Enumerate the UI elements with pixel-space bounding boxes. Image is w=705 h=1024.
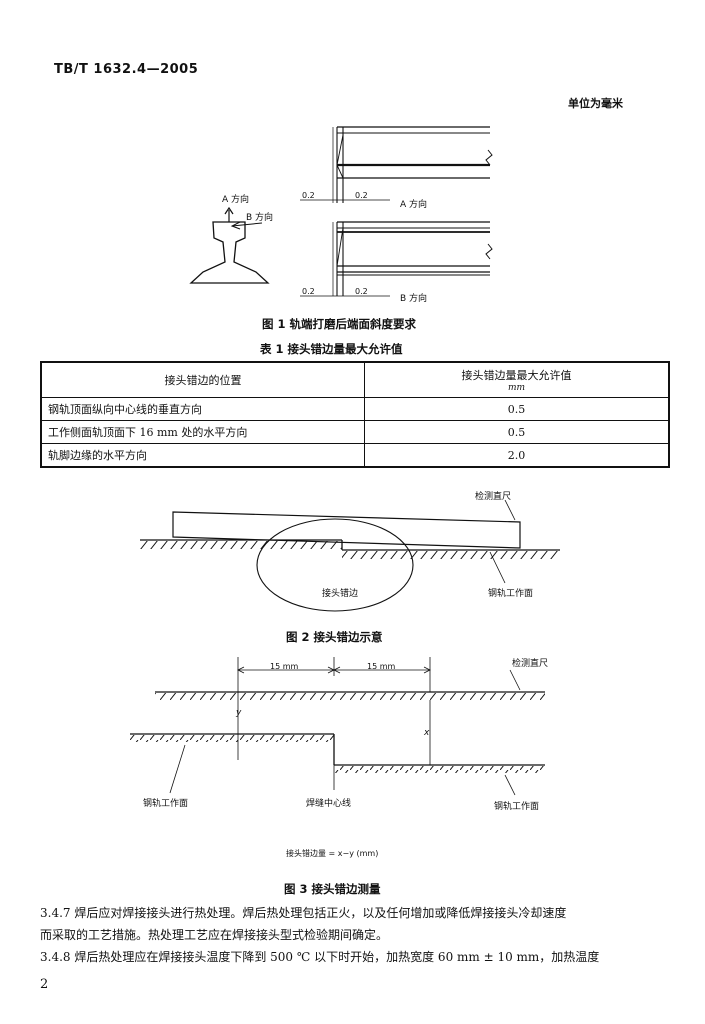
label-y: y: [236, 708, 242, 718]
col-value-header: 接头错边量最大允许值 mm: [364, 361, 670, 398]
table-row: 轨脚边缘的水平方向 2.0: [40, 443, 670, 468]
row-value: 0.5: [364, 420, 670, 444]
arrow-b: [231, 222, 263, 227]
row-value: 2.0: [364, 443, 670, 468]
paragraph-3-4-7: 3.4.7 焊后应对焊接接头进行热处理。焊后热处理包括正火，以及任何增加或降低焊…: [40, 902, 670, 968]
offset-formula: 接头错边量 = x−y (mm): [286, 849, 379, 858]
row-position: 钢轨顶面纵向中心线的垂直方向: [40, 397, 365, 421]
standard-number: TB/T 1632.4—2005: [54, 62, 199, 77]
straight-ruler: [172, 511, 521, 549]
label-b-view: B 方向: [400, 294, 428, 304]
dim-b-left: 0.2: [302, 287, 315, 296]
label-straight-ruler: 检测直尺: [475, 492, 512, 502]
dim-right-15mm: 15 mm: [367, 662, 396, 671]
rail-view-a: [300, 126, 493, 203]
table-header-row: 接头错边的位置 接头错边量最大允许值 mm: [40, 361, 670, 398]
figure-3-caption: 图 3 接头错边测量: [284, 882, 381, 896]
dim-a-left: 0.2: [302, 191, 315, 200]
col-value-unit: mm: [507, 383, 526, 393]
label-left-working-surface: 钢轨工作面: [143, 799, 189, 809]
paragraph-line: 3.4.7 焊后应对焊接接头进行热处理。焊后热处理包括正火，以及任何增加或降低焊…: [40, 906, 567, 920]
paragraph-line: 3.4.8 焊后热处理应在焊接接头温度下降到 500 ℃ 以下时开始，加热宽度 …: [40, 950, 600, 964]
rail-view-b: [300, 221, 493, 297]
unit-note: 单位为毫米: [568, 97, 623, 110]
row-position: 轨脚边缘的水平方向: [40, 443, 365, 468]
row-value: 0.5: [364, 397, 670, 421]
label-b-direction: B 方向: [246, 213, 274, 223]
label-right-working-surface: 钢轨工作面: [494, 802, 540, 812]
offset-highlight-ellipse: [256, 518, 414, 612]
label-x: x: [424, 728, 430, 738]
label-measuring-ruler: 检测直尺: [512, 659, 549, 669]
figure-1-caption: 图 1 轨端打磨后端面斜度要求: [262, 317, 417, 331]
page-number: 2: [40, 977, 49, 992]
label-joint-offset: 接头错边: [322, 589, 359, 599]
table-row: 钢轨顶面纵向中心线的垂直方向 0.5: [40, 397, 670, 421]
rail-cross-section: [189, 221, 270, 284]
paragraph-line: 而采取的工艺措施。热处理工艺应在焊接接头型式检验期间确定。: [40, 928, 389, 942]
row-position: 工作侧面轨顶面下 16 mm 处的水平方向: [40, 420, 365, 444]
table-row: 工作侧面轨顶面下 16 mm 处的水平方向 0.5: [40, 420, 670, 444]
dim-b-right: 0.2: [355, 287, 368, 296]
dim-left-15mm: 15 mm: [270, 662, 299, 671]
dim-a-right: 0.2: [355, 191, 368, 200]
label-a-view: A 方向: [400, 200, 428, 210]
table-1-caption: 表 1 接头错边量最大允许值: [260, 342, 403, 356]
label-rail-working-surface: 钢轨工作面: [488, 589, 534, 599]
table-1: 接头错边的位置 接头错边量最大允许值 mm 钢轨顶面纵向中心线的垂直方向 0.5…: [40, 361, 670, 468]
label-a-direction: A 方向: [222, 195, 250, 205]
figure-2-caption: 图 2 接头错边示意: [286, 630, 383, 644]
col-value-header-text: 接头错边量最大允许值: [461, 369, 572, 382]
label-weld-center-line: 焊缝中心线: [306, 799, 352, 809]
